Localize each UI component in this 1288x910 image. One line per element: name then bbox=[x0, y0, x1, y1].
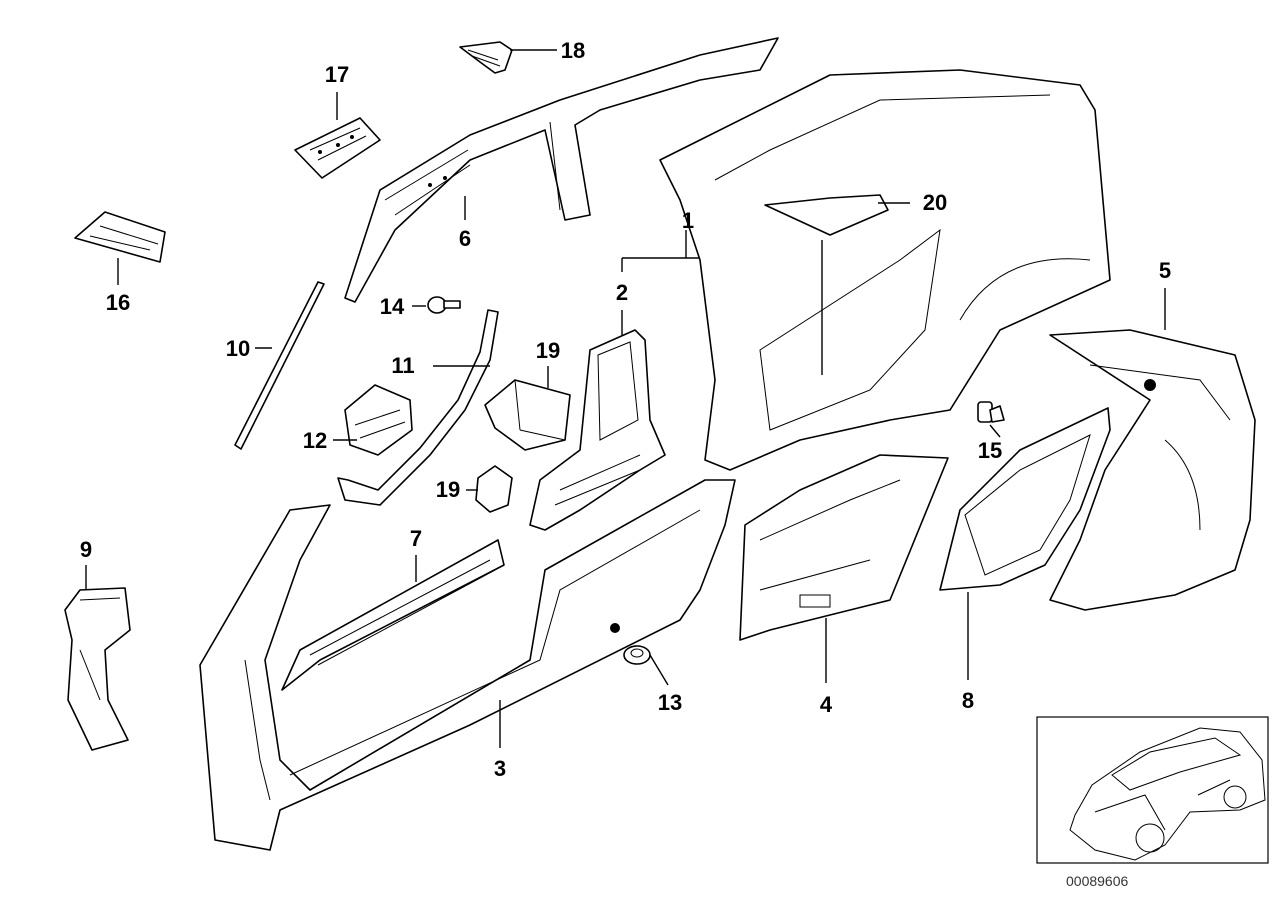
part-18-bracket bbox=[459, 41, 513, 74]
part-16-plate bbox=[74, 211, 166, 263]
callout-4: 4 bbox=[820, 692, 833, 717]
callout-11: 11 bbox=[391, 353, 414, 378]
callout-19-upper: 19 bbox=[536, 338, 560, 363]
part-12-bracket bbox=[344, 384, 413, 456]
callout-16: 16 bbox=[106, 290, 130, 315]
leader-lines bbox=[85, 49, 1166, 748]
part-9-support bbox=[64, 587, 131, 751]
thumbnail-frame bbox=[1036, 716, 1269, 864]
callout-12: 12 bbox=[303, 428, 327, 453]
part-14-bolt bbox=[427, 296, 461, 314]
callout-18: 18 bbox=[561, 38, 585, 63]
part-7-sill-trim bbox=[281, 539, 505, 691]
part-6-roof-rail bbox=[344, 37, 779, 303]
part-15-fastener bbox=[977, 401, 1005, 423]
callout-9: 9 bbox=[80, 537, 92, 562]
part-3-side-frame bbox=[199, 479, 736, 851]
document-number: 00089606 bbox=[1066, 873, 1129, 889]
part-17-plate bbox=[294, 117, 381, 179]
car-thumbnail bbox=[1036, 716, 1269, 864]
part-5-wheelhouse bbox=[1049, 329, 1256, 611]
callout-8: 8 bbox=[962, 688, 974, 713]
callout-20: 20 bbox=[923, 190, 947, 215]
callout-labels: 1 2 3 4 5 6 7 8 9 10 11 12 13 14 15 16 1… bbox=[80, 38, 1171, 781]
callout-19-lower: 19 bbox=[436, 477, 460, 502]
callout-3: 3 bbox=[494, 756, 506, 781]
part-10-strip bbox=[234, 281, 325, 450]
part-19-clip bbox=[475, 465, 513, 513]
callout-17: 17 bbox=[325, 62, 349, 87]
callout-2: 2 bbox=[616, 280, 628, 305]
callout-6: 6 bbox=[459, 226, 471, 251]
part-4-inner-panel bbox=[739, 454, 949, 641]
part-1-side-panel bbox=[659, 69, 1111, 471]
callout-13: 13 bbox=[658, 690, 682, 715]
part-19-box-bracket bbox=[484, 379, 571, 451]
callout-1: 1 bbox=[682, 208, 694, 233]
part-13-grommet bbox=[623, 645, 651, 665]
callout-14: 14 bbox=[380, 294, 405, 319]
part-11-seal bbox=[337, 309, 499, 506]
callout-5: 5 bbox=[1159, 258, 1171, 283]
callout-7: 7 bbox=[410, 526, 422, 551]
callout-15: 15 bbox=[978, 438, 1002, 463]
part-8-trim-panel bbox=[939, 407, 1111, 591]
callout-10: 10 bbox=[226, 336, 250, 361]
part-2-b-pillar bbox=[529, 329, 666, 531]
